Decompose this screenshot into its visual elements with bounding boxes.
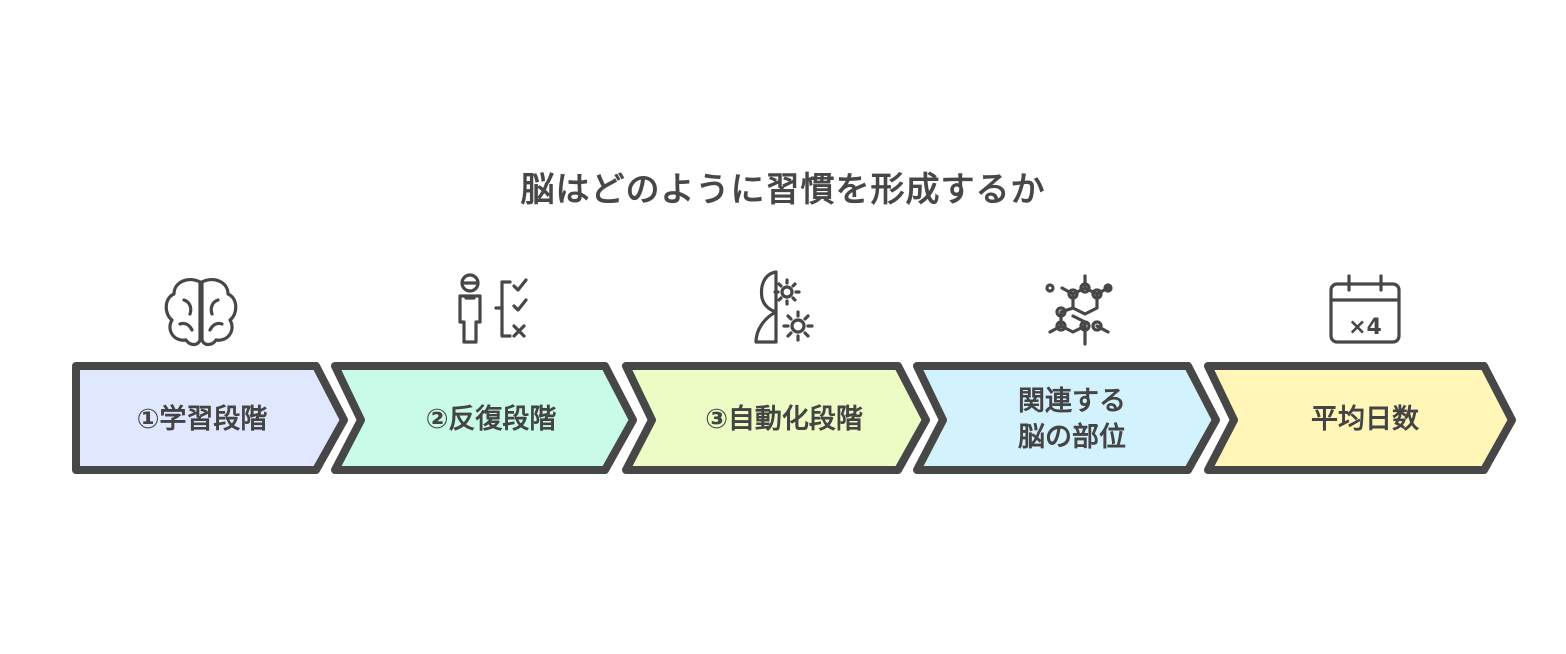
brain-icon <box>164 278 238 347</box>
step-2-outline <box>331 362 637 474</box>
head-gears-icon <box>754 270 814 344</box>
step-5-label: 平均日数 <box>1311 404 1420 435</box>
step-3-label: ③自動化段階 <box>705 403 863 435</box>
step-4-label-line-2: 脳の部位 <box>1017 421 1126 453</box>
step-1-outline <box>72 362 348 474</box>
step-1-fill <box>76 366 344 470</box>
step-3-fill <box>626 366 926 470</box>
step-2-fill <box>335 366 633 470</box>
diagram-title: 脳はどのように習慣を形成するか <box>520 170 1046 210</box>
step-4-fill <box>917 366 1216 470</box>
step-5-fill <box>1208 366 1512 470</box>
molecule-network-icon <box>1045 274 1113 346</box>
step-2-label: ②反復段階 <box>426 403 557 435</box>
calendar-x4-icon <box>1329 274 1401 344</box>
person-checklist-icon <box>458 273 528 344</box>
calendar-icon-text: ×4 <box>1348 315 1382 340</box>
step-3-outline <box>622 362 930 474</box>
step-4-label-line-1: 関連する <box>1018 386 1126 417</box>
step-1-label: ①学習段階 <box>137 403 268 435</box>
step-4-outline <box>913 362 1220 474</box>
step-5-outline <box>1204 362 1516 474</box>
